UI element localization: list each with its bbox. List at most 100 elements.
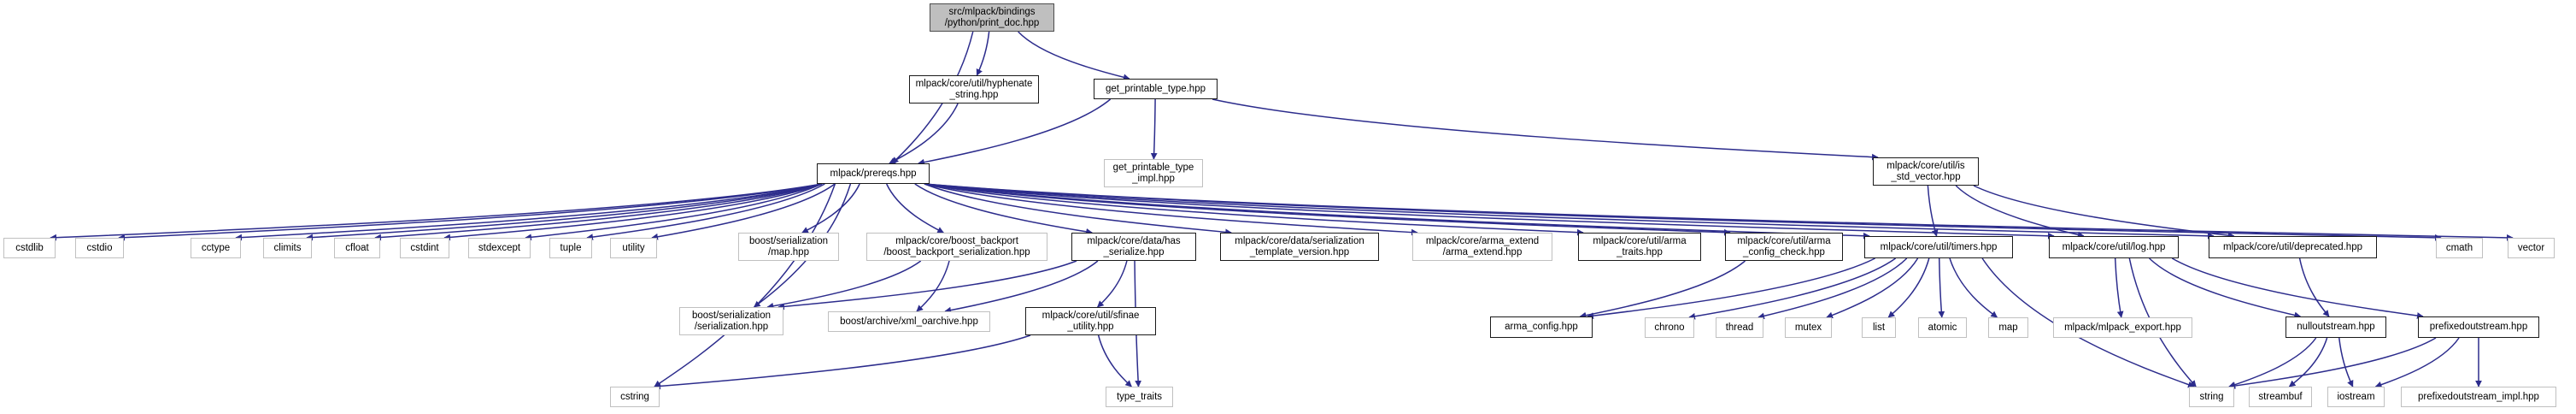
graph-node-label: thread (1725, 322, 1754, 333)
graph-edge-prereqs-to-log (924, 183, 2055, 240)
graph-edge-is_std_vector-to-deprecated (1973, 185, 2235, 240)
graph-node-label: mlpack/core/boost_backport /boost_backpo… (883, 235, 1030, 257)
graph-node-arma_traits[interactable]: mlpack/core/util/arma _traits.hpp (1578, 233, 1701, 261)
graph-node-thread[interactable]: thread (1716, 317, 1763, 338)
graph-node-deprecated[interactable]: mlpack/core/util/deprecated.hpp (2209, 236, 2377, 258)
graph-node-hyphenate_string[interactable]: mlpack/core/util/hyphenate _string.hpp (909, 75, 1039, 104)
graph-node-mutex[interactable]: mutex (1785, 317, 1832, 338)
graph-edge-deprecated-to-nulloutstream (2298, 257, 2330, 317)
graph-node-label: vector (2517, 242, 2545, 253)
graph-node-string[interactable]: string (2189, 387, 2234, 407)
graph-node-print_doc[interactable]: src/mlpack/bindings /python/print_doc.hp… (930, 3, 1054, 32)
graph-edge-get_printable_type-to-prereqs (918, 98, 1112, 166)
graph-node-cstdio[interactable]: cstdio (75, 238, 124, 258)
graph-node-stdexcept[interactable]: stdexcept (468, 238, 531, 258)
graph-edge-prereqs-to-has_serialize (914, 183, 1093, 235)
graph-edge-prereqs-to-boost_ser_map (801, 183, 860, 234)
graph-edge-boost_backport-to-boost_ser_ser (766, 260, 922, 310)
graph-edge-prereqs-to-timers (924, 183, 1870, 240)
graph-edge-prereqs-to-cstdint (443, 183, 823, 241)
graph-node-boost_ser_map[interactable]: boost/serialization /map.hpp (738, 233, 839, 261)
graph-node-arma_extend[interactable]: mlpack/core/arma_extend /arma_extend.hpp (1412, 233, 1552, 261)
graph-edge-timers-to-mutex (1826, 257, 1919, 319)
graph-node-label: mlpack/core/util/deprecated.hpp (2222, 241, 2362, 252)
graph-edge-prereqs-to-boost_backport (886, 183, 945, 234)
graph-edge-prefixedoutstream-to-string (2228, 337, 2437, 389)
graph-edge-sfinae_utility-to-type_traits (1097, 334, 1132, 387)
graph-edge-nulloutstream-to-string (2228, 337, 2317, 388)
graph-node-prereqs[interactable]: mlpack/prereqs.hpp (817, 163, 930, 184)
graph-node-atomic[interactable]: atomic (1918, 317, 1967, 338)
graph-edge-prereqs-to-stdexcept (525, 183, 823, 241)
graph-node-log[interactable]: mlpack/core/util/log.hpp (2049, 236, 2179, 258)
graph-node-map[interactable]: map (1988, 317, 2028, 338)
graph-node-label: stdexcept (478, 242, 521, 253)
graph-node-timers[interactable]: mlpack/core/util/timers.hpp (1864, 236, 2013, 258)
graph-node-mlpack_export[interactable]: mlpack/mlpack_export.hpp (2053, 317, 2192, 338)
graph-node-label: cmath (2445, 242, 2473, 253)
graph-node-cmath[interactable]: cmath (2436, 238, 2483, 258)
graph-node-is_std_vector[interactable]: mlpack/core/util/is _std_vector.hpp (1873, 157, 1979, 186)
graph-node-label: cfloat (345, 242, 369, 253)
graph-node-has_serialize[interactable]: mlpack/core/data/has _serialize.hpp (1071, 233, 1196, 261)
graph-node-sfinae_utility[interactable]: mlpack/core/util/sfinae _utility.hpp (1025, 307, 1156, 335)
graph-node-label: cctype (201, 242, 231, 253)
graph-node-label: mlpack/core/util/timers.hpp (1880, 241, 1998, 252)
graph-edge-prefixedoutstream-to-iostream (2374, 337, 2460, 388)
graph-node-iostream[interactable]: iostream (2327, 387, 2385, 407)
graph-node-cfloat[interactable]: cfloat (334, 238, 380, 258)
graph-node-label: iostream (2337, 391, 2375, 402)
graph-node-get_printable_type[interactable]: get_printable_type.hpp (1094, 79, 1218, 99)
graph-edge-timers-to-arma_config (1587, 257, 1875, 320)
graph-edge-arma_config_check-to-arma_config (1579, 260, 1746, 319)
graph-node-label: mutex (1794, 322, 1822, 333)
graph-node-label: prefixedoutstream_impl.hpp (2418, 391, 2539, 402)
graph-edge-prereqs-to-climits (306, 183, 823, 241)
graph-node-chrono[interactable]: chrono (1645, 317, 1694, 338)
graph-node-arma_config_check[interactable]: mlpack/core/util/arma _config_check.hpp (1725, 233, 1843, 261)
graph-node-tuple[interactable]: tuple (549, 238, 592, 258)
graph-node-label: get_printable_type.hpp (1105, 83, 1206, 94)
graph-node-cstdlib[interactable]: cstdlib (3, 238, 56, 258)
graph-node-label: mlpack/core/arma_extend /arma_extend.hpp (1425, 235, 1540, 257)
graph-node-vector[interactable]: vector (2508, 238, 2555, 258)
graph-node-boost_ser_ser[interactable]: boost/serialization /serialization.hpp (679, 307, 783, 335)
graph-edge-has_serialize-to-xml_oarchive (944, 260, 1099, 314)
graph-node-nulloutstream[interactable]: nulloutstream.hpp (2286, 316, 2386, 338)
graph-node-cctype[interactable]: cctype (191, 238, 241, 258)
graph-node-label: map (1998, 322, 2018, 333)
graph-node-boost_backport[interactable]: mlpack/core/boost_backport /boost_backpo… (866, 233, 1047, 261)
graph-node-streambuf[interactable]: streambuf (2249, 387, 2312, 407)
graph-node-climits[interactable]: climits (263, 238, 312, 258)
graph-node-cstdint[interactable]: cstdint (400, 238, 449, 258)
graph-edge-prereqs-to-arma_extend (924, 183, 1418, 236)
graph-node-arma_config[interactable]: arma_config.hpp (1490, 316, 1593, 338)
graph-node-label: mlpack/core/util/arma _config_check.hpp (1737, 235, 1831, 257)
graph-node-utility[interactable]: utility (610, 238, 657, 258)
graph-edge-has_serialize-to-boost_ser_ser (777, 260, 1077, 310)
graph-node-prefixedoutstream[interactable]: prefixedoutstream.hpp (2418, 316, 2539, 338)
graph-edge-print_doc-to-hyphenate_string (976, 31, 990, 76)
graph-node-xml_oarchive[interactable]: boost/archive/xml_oarchive.hpp (828, 311, 990, 332)
graph-node-label: mlpack/core/util/sfinae _utility.hpp (1042, 310, 1140, 332)
graph-node-prefixedoutstream_impl[interactable]: prefixedoutstream_impl.hpp (2401, 387, 2556, 407)
graph-node-ser_template_version[interactable]: mlpack/core/data/serialization _template… (1220, 233, 1379, 261)
graph-edge-nulloutstream-to-streambuf (2288, 337, 2328, 387)
graph-edge-log-to-mlpack_export (2114, 257, 2124, 318)
graph-node-list[interactable]: list (1862, 317, 1896, 338)
graph-edge-prereqs-to-cstdlib (50, 183, 823, 241)
graph-node-get_printable_type_impl[interactable]: get_printable_type _impl.hpp (1104, 159, 1203, 187)
graph-edge-nulloutstream-to-iostream (2338, 337, 2354, 387)
graph-edge-is_std_vector-to-log (1955, 185, 2085, 239)
graph-node-label: cstdlib (15, 242, 44, 253)
graph-node-label: utility (622, 242, 645, 253)
graph-edge-prereqs-to-utility (651, 183, 836, 240)
graph-node-type_traits[interactable]: type_traits (1106, 387, 1173, 407)
graph-edge-prereqs-to-vector (924, 183, 2514, 241)
graph-node-label: type_traits (1116, 391, 1163, 402)
graph-node-cstring[interactable]: cstring (610, 387, 660, 407)
graph-node-label: boost/serialization /serialization.hpp (691, 310, 772, 332)
graph-edge-log-to-prefixedoutstream (2171, 257, 2424, 319)
